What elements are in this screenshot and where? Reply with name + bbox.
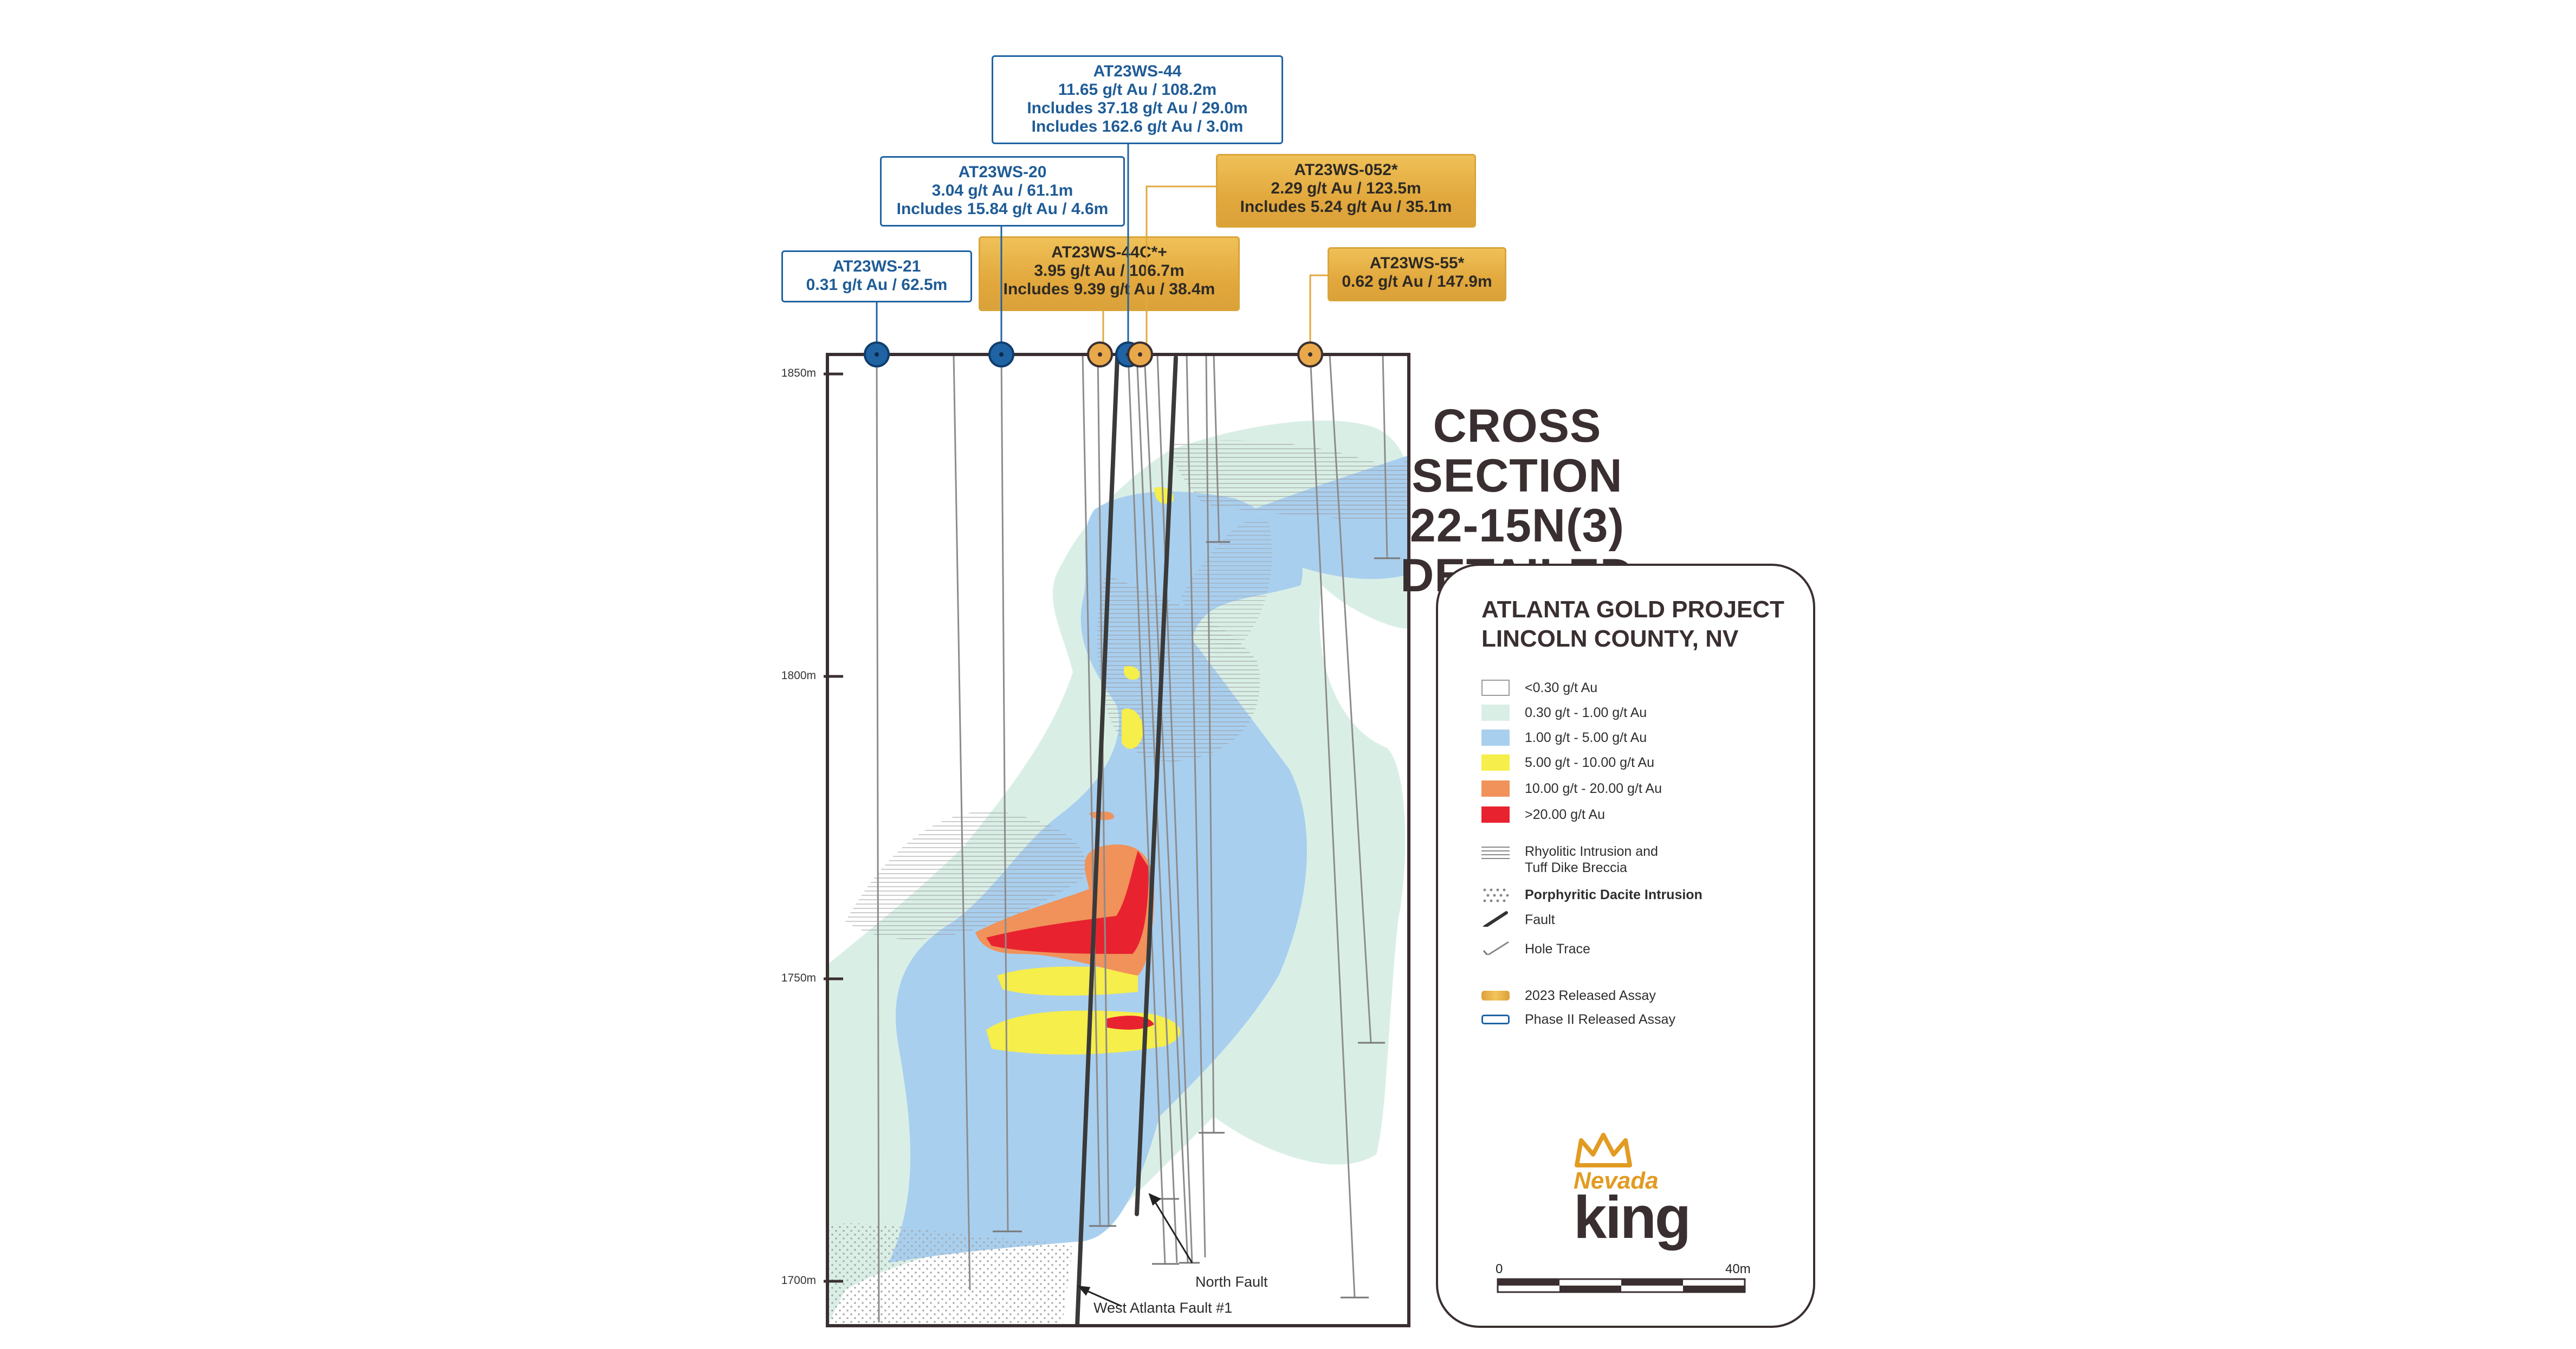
west-atlanta-fault-label: West Atlanta Fault #1 xyxy=(1093,1300,1233,1316)
north-fault-label: North Fault xyxy=(1195,1274,1268,1290)
dacite-intrusion xyxy=(827,1223,1073,1326)
legend-swatch xyxy=(1481,705,1510,721)
collar-blue xyxy=(864,341,890,367)
project-name: ATLANTA GOLD PROJECT LINCOLN COUNTY, NV xyxy=(1481,595,1784,654)
zone-5-00-10-00-c xyxy=(1122,708,1143,749)
legend-swatch xyxy=(1481,754,1510,771)
legend-swatch xyxy=(1481,680,1510,696)
drill-collars xyxy=(864,341,1323,367)
legend-label: Phase II Released Assay xyxy=(1525,1012,1675,1027)
fault-leaders xyxy=(1077,1193,1193,1307)
project-name-line-1: ATLANTA GOLD PROJECT xyxy=(1481,596,1784,623)
blue-assay-swatch xyxy=(1481,1015,1510,1024)
callout-assay: 11.65 g/t Au / 108.2m xyxy=(1058,81,1217,99)
crown-icon xyxy=(1575,1133,1632,1167)
callout-at23ws-44: AT23WS-44 11.65 g/t Au / 108.2m Includes… xyxy=(992,55,1283,144)
fault-west-atlanta xyxy=(1075,356,1119,1326)
callout-hole-name: AT23WS-44C*+ xyxy=(1051,243,1167,261)
callout-assay: 2.29 g/t Au / 123.5m xyxy=(1271,179,1421,197)
callout-includes: Includes 5.24 g/t Au / 35.1m xyxy=(1240,198,1452,216)
legend-label: 1.00 g/t - 5.00 g/t Au xyxy=(1525,730,1647,745)
collar-gold xyxy=(1127,341,1153,367)
legend-label: Porphyritic Dacite Intrusion xyxy=(1525,887,1703,902)
dot-swatch-icon xyxy=(1483,888,1509,902)
zone-over-20-00 xyxy=(986,851,1149,954)
fault-north xyxy=(1135,356,1178,1216)
hole-traces xyxy=(876,354,1388,1323)
callout-includes: Includes 162.6 g/t Au / 3.0m xyxy=(1031,118,1244,135)
callout-at23ws-55: AT23WS-55* 0.62 g/t Au / 147.9m xyxy=(1328,247,1506,301)
callout-at23ws-21: AT23WS-21 0.31 g/t Au / 62.5m xyxy=(781,250,972,302)
legend-rhyolitic-line-1: Rhyolitic Intrusion and xyxy=(1525,844,1658,859)
legend-label: 2023 Released Assay xyxy=(1525,988,1656,1003)
elevation-label-1700: 1700m xyxy=(781,1274,816,1287)
callout-at23ws-052: AT23WS-052* 2.29 g/t Au / 123.5m Include… xyxy=(1216,154,1476,228)
callout-hole-name: AT23WS-44 xyxy=(1093,62,1182,80)
callout-includes: Includes 15.84 g/t Au / 4.6m xyxy=(896,200,1109,218)
zone-10-00-20-00-b xyxy=(1089,811,1114,821)
callout-hole-name: AT23WS-55* xyxy=(1369,254,1465,272)
zone-5-00-10-00-d xyxy=(1124,666,1140,680)
callout-assay: 3.04 g/t Au / 61.1m xyxy=(931,182,1073,199)
callout-assay: 0.62 g/t Au / 147.9m xyxy=(1342,273,1492,291)
hole-end-ticks xyxy=(993,541,1400,1299)
logo-nevada: Nevada xyxy=(1574,1167,1659,1194)
map-title-line-2: 22-15N(3) xyxy=(1409,500,1625,552)
callout-at23ws-20: AT23WS-20 3.04 g/t Au / 61.1m Includes 1… xyxy=(880,156,1125,227)
legend-label: >20.00 g/t Au xyxy=(1525,807,1606,822)
legend-rhyolitic-line-2: Tuff Dike Breccia xyxy=(1525,860,1627,875)
elevation-label-1750: 1750m xyxy=(781,972,816,984)
callout-hole-name: AT23WS-21 xyxy=(832,257,921,275)
fault-line-icon xyxy=(1483,911,1508,927)
legend-label: Hole Trace xyxy=(1525,941,1590,957)
callout-leaders xyxy=(876,144,1328,347)
gold-assay-swatch xyxy=(1481,991,1510,1001)
rhyolitic-intrusion-west xyxy=(845,811,1086,940)
faults xyxy=(1075,356,1178,1326)
scale-label-end: 40m xyxy=(1725,1262,1751,1276)
legend-swatch xyxy=(1481,780,1510,797)
elevation-ticks xyxy=(824,372,843,1283)
legend-panel: ATLANTA GOLD PROJECT LINCOLN COUNTY, NV … xyxy=(1436,564,1815,1328)
callout-includes: Includes 37.18 g/t Au / 29.0m xyxy=(1027,99,1248,117)
rhyolitic-intrusion-nw xyxy=(1181,518,1272,650)
legend-label: Rhyolitic Intrusion and Tuff Dike Brecci… xyxy=(1525,843,1658,876)
logo-king: king xyxy=(1574,1184,1691,1251)
hole-trace-icon xyxy=(1483,941,1509,955)
legend-label: 5.00 g/t - 10.00 g/t Au xyxy=(1525,755,1655,770)
elevation-label-1850: 1850m xyxy=(781,367,816,379)
rhyolitic-intrusion xyxy=(1170,440,1409,520)
legend-label: Fault xyxy=(1525,912,1555,927)
legend-label: <0.30 g/t Au xyxy=(1525,680,1598,695)
callout-assay: 0.31 g/t Au / 62.5m xyxy=(806,276,948,294)
legend-swatch xyxy=(1481,806,1510,823)
scale-bar xyxy=(1497,1278,1746,1293)
callout-hole-name: AT23WS-20 xyxy=(958,163,1047,181)
legend-label: 10.00 g/t - 20.00 g/t Au xyxy=(1525,781,1662,796)
map-title-line-1: CROSS SECTION xyxy=(1412,400,1623,502)
callout-assay: 3.95 g/t Au / 106.7m xyxy=(1034,262,1185,280)
callout-includes: Includes 9.39 g/t Au / 38.4m xyxy=(1003,280,1215,298)
zone-over-20-00-b xyxy=(1105,1016,1154,1030)
callout-at23ws-44c: AT23WS-44C*+ 3.95 g/t Au / 106.7m Includ… xyxy=(979,236,1240,311)
zone-5-00-10-00-b xyxy=(997,966,1138,996)
collar-gold xyxy=(1087,341,1113,367)
legend-swatch xyxy=(1481,730,1510,746)
scale-label-start: 0 xyxy=(1496,1262,1503,1276)
elevation-label-1800: 1800m xyxy=(781,669,816,682)
legend-label: 0.30 g/t - 1.00 g/t Au xyxy=(1525,705,1647,720)
project-location: LINCOLN COUNTY, NV xyxy=(1481,625,1739,652)
collar-blue xyxy=(988,341,1014,367)
hatch-swatch-icon xyxy=(1481,847,1510,859)
callout-hole-name: AT23WS-052* xyxy=(1294,161,1398,179)
collar-gold xyxy=(1297,341,1323,367)
